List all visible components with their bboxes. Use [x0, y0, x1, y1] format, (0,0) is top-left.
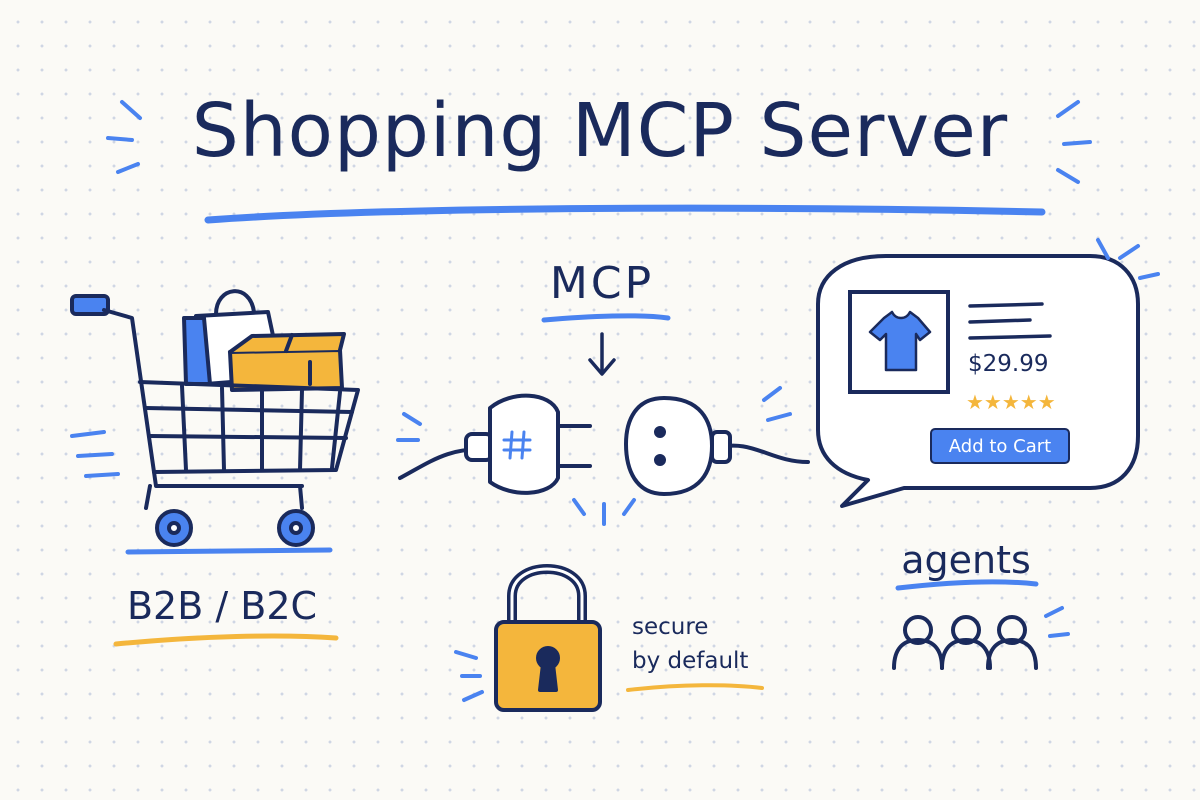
- product-price: $29.99: [968, 351, 1049, 377]
- agents-icon: [892, 615, 1038, 670]
- agents-sparkles: [1044, 606, 1070, 638]
- mcp-underline: [541, 313, 671, 323]
- secure-underline: [626, 683, 764, 692]
- plug-icon: [464, 393, 592, 495]
- agents-underline: [895, 579, 1039, 591]
- cart-motion-lines: [70, 430, 120, 478]
- shopping-cart-icon: [70, 289, 360, 547]
- bubble-sparkles: [1096, 238, 1160, 280]
- tshirt-icon: [868, 310, 932, 372]
- commerce-label: B2B / B2C: [126, 584, 318, 628]
- arrow-down-icon: [588, 332, 616, 376]
- socket-icon: [624, 396, 732, 496]
- security-label-line1: secure: [632, 614, 709, 640]
- add-to-cart-button[interactable]: Add to Cart: [930, 428, 1070, 464]
- lock-sparkles: [454, 650, 484, 702]
- padlock-icon: [494, 564, 602, 712]
- title-sparkles-left: [106, 100, 142, 174]
- mcp-label: MCP: [549, 258, 655, 309]
- b2b-underline: [113, 633, 339, 647]
- title-sparkles-right: [1056, 100, 1092, 184]
- diagram-title: Shopping MCP Server: [191, 88, 1009, 174]
- description-lines: [968, 302, 1052, 340]
- agents-label: agents: [901, 538, 1031, 582]
- connection-sparks: [396, 386, 792, 526]
- hash-mark: [502, 430, 532, 460]
- cart-shadow: [125, 547, 333, 555]
- security-label-line2: by default: [632, 648, 749, 674]
- title-underline: [204, 204, 1046, 224]
- product-rating-stars: ★★★★★: [966, 390, 1056, 414]
